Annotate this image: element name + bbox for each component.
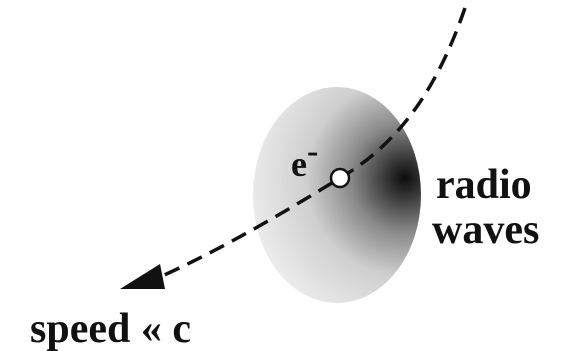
electron-label-base: e: [291, 144, 307, 184]
radio-label-line1: radio: [436, 162, 532, 208]
electron-label: e-: [291, 133, 318, 184]
radio-label-line2: waves: [432, 207, 539, 253]
speed-caption: speed « c: [30, 306, 191, 351]
electron-dot: [329, 167, 351, 189]
electron-label-superscript: -: [307, 133, 318, 170]
arrowhead-icon: [120, 264, 165, 289]
radiation-lobe: [253, 87, 421, 303]
